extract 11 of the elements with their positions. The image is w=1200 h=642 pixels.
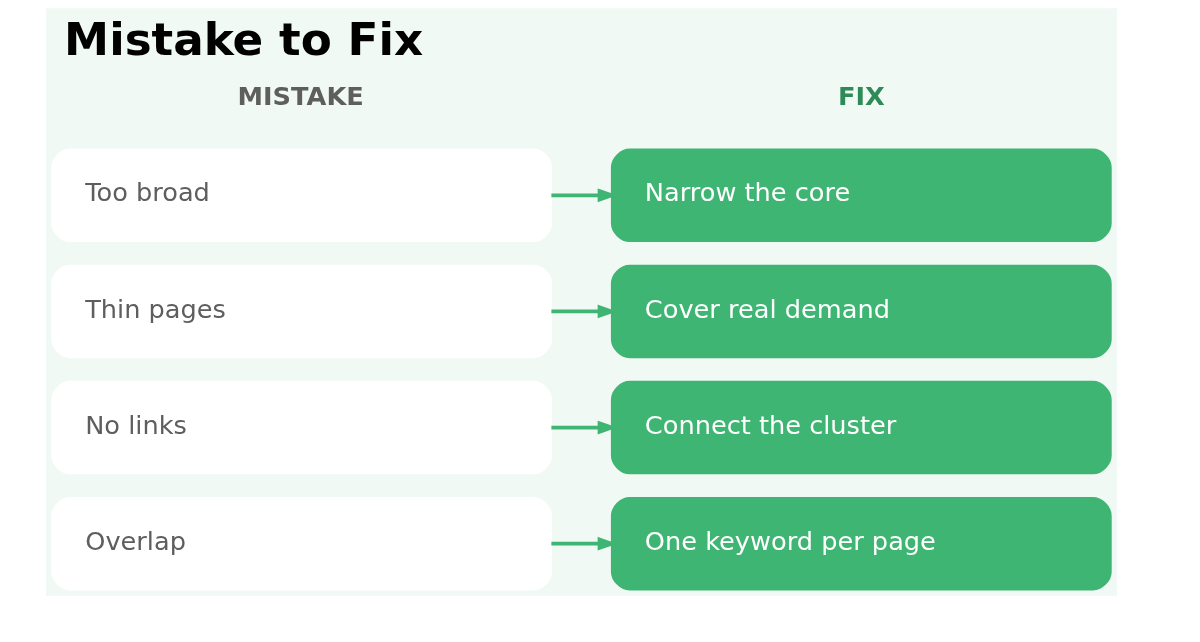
label: FIX <box>837 80 885 111</box>
node-box: Too broad <box>50 148 552 243</box>
node-box: One keyword per page <box>610 496 1112 591</box>
node-box: No links <box>50 380 552 475</box>
node-box: Narrow the core <box>610 148 1112 243</box>
node-box: Connect the cluster <box>610 380 1112 475</box>
diagram-title: Mistake to Fix <box>63 12 423 66</box>
node-box: Overlap <box>50 496 552 591</box>
node-box: Cover real demand <box>610 264 1112 359</box>
node-box: Thin pages <box>50 264 552 359</box>
label: MISTAKE <box>237 80 364 111</box>
